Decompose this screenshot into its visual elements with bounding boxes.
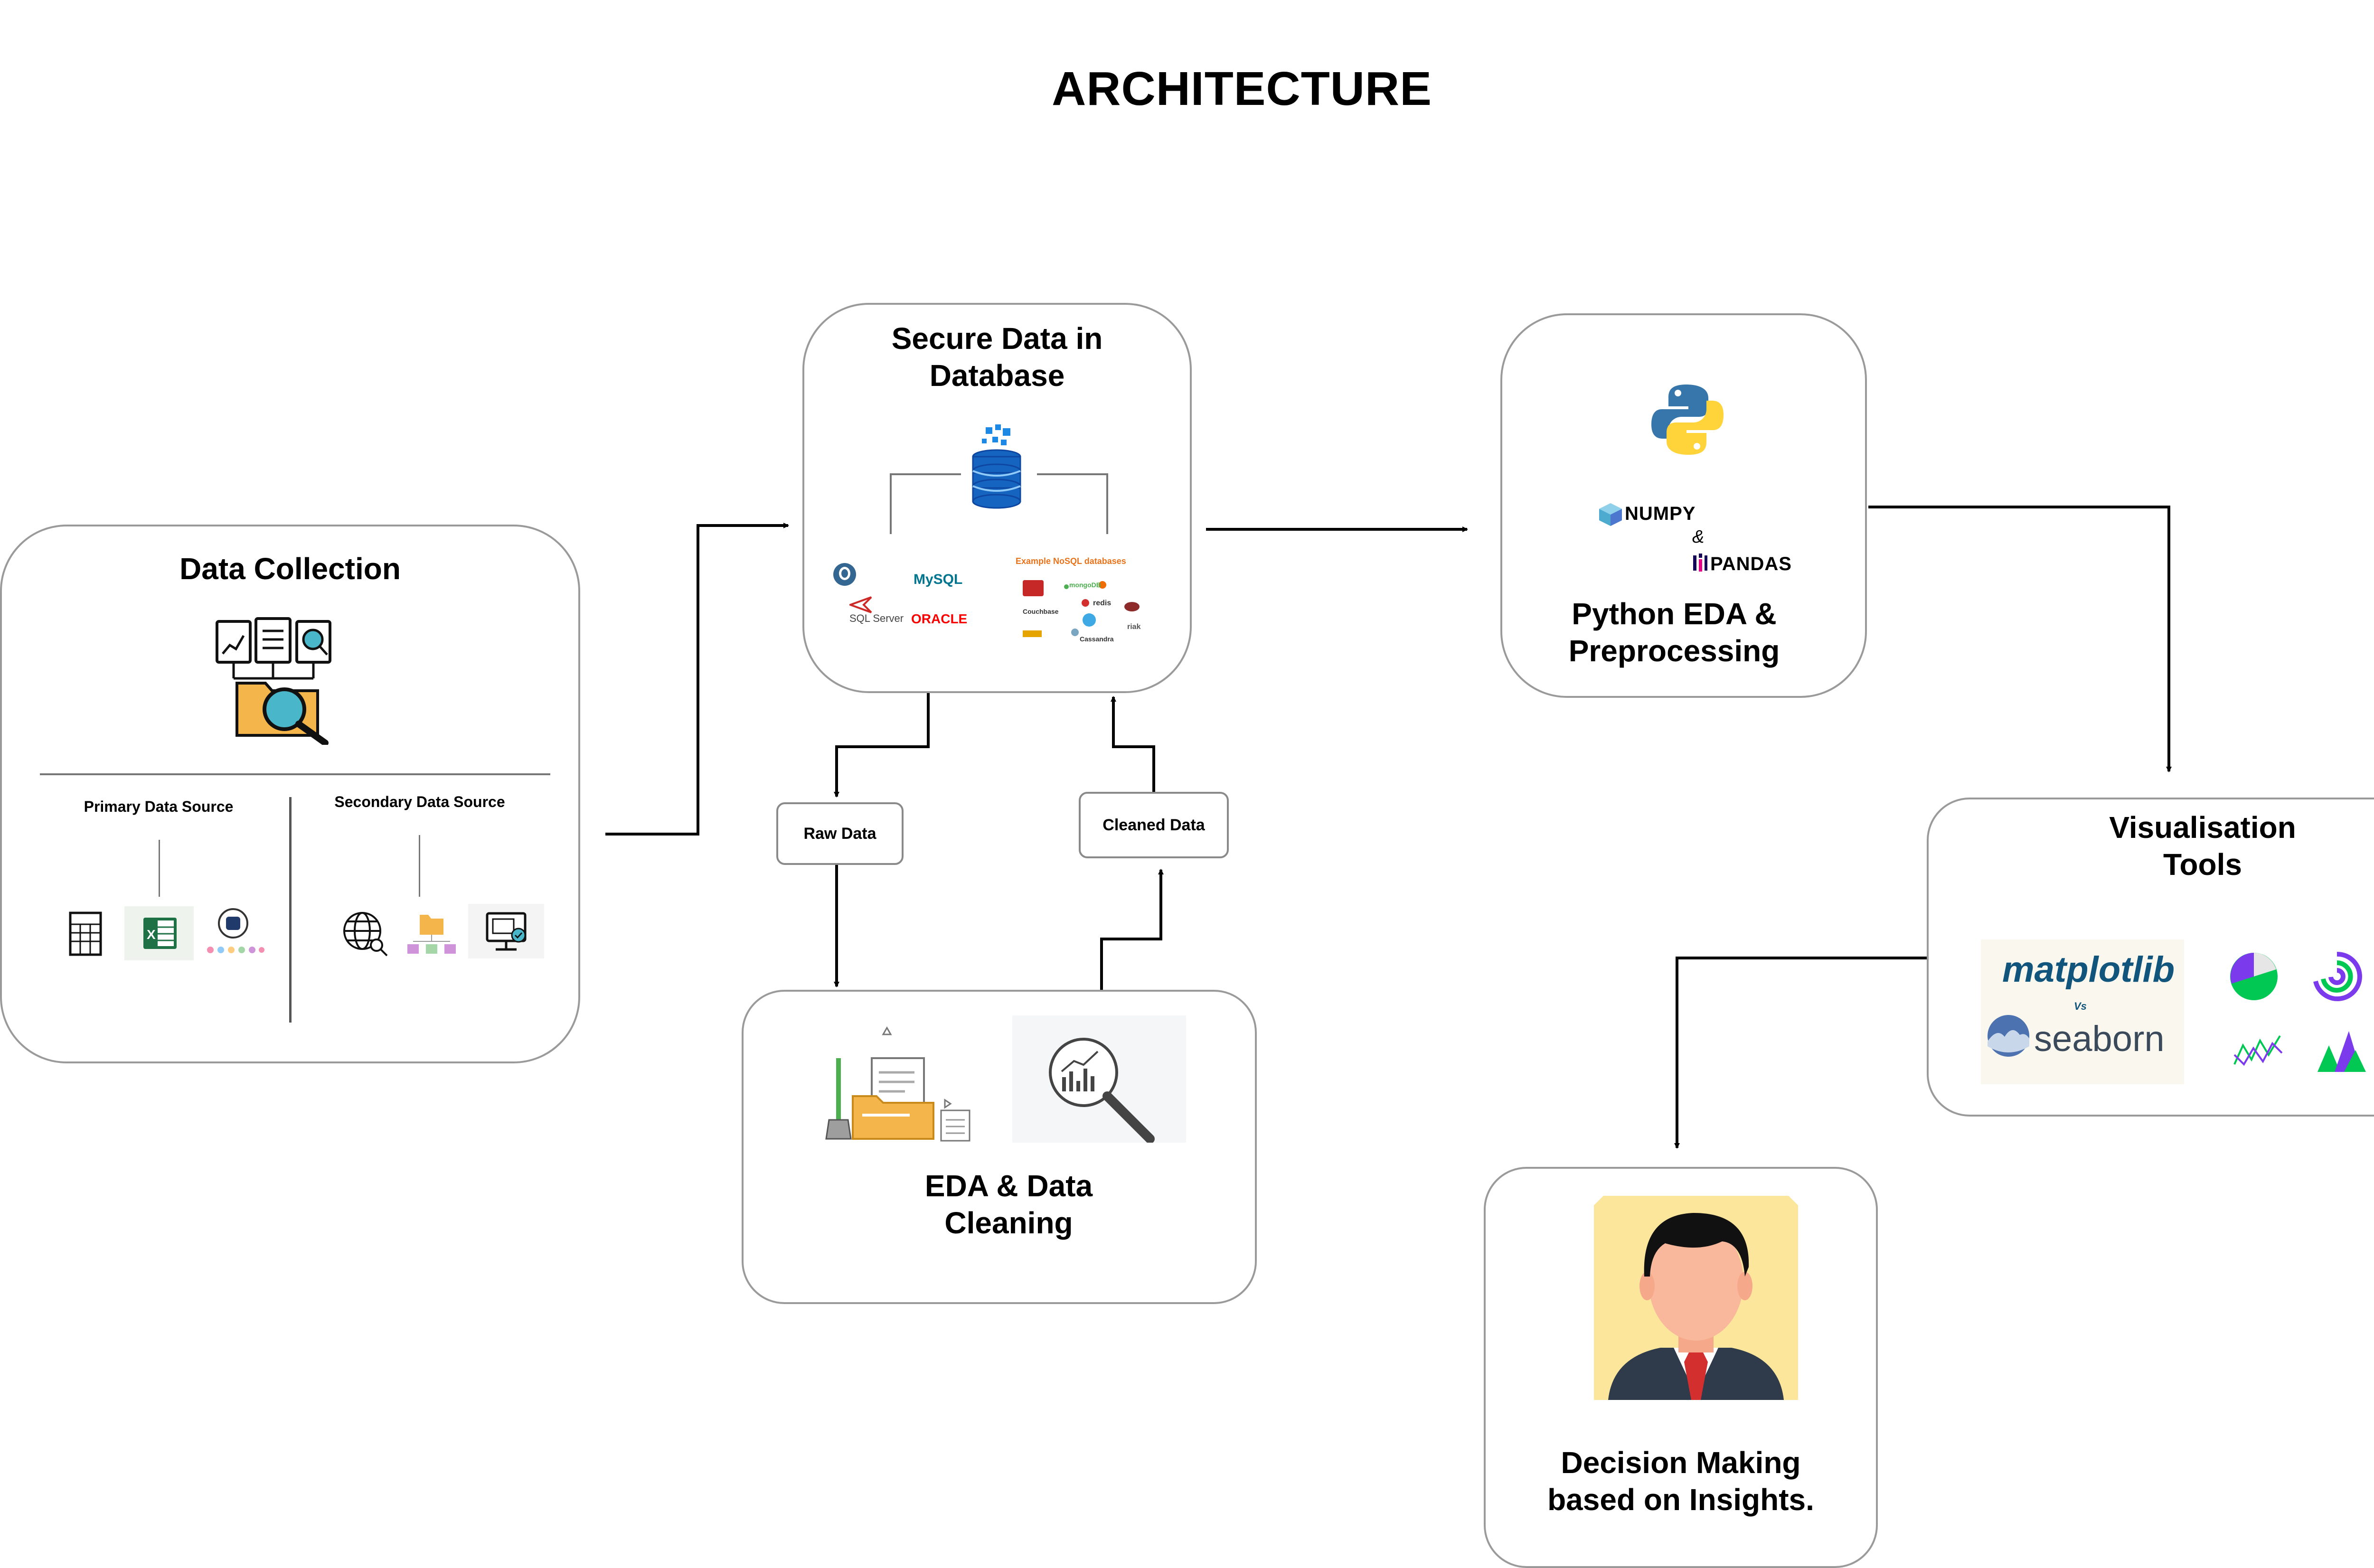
oracle-logo: ORACLE <box>911 611 968 626</box>
eda-cleaning-title-2: Cleaning <box>944 1206 1073 1240</box>
arrow-visual-to-decision <box>1674 957 1927 1149</box>
visualisation-title-1: Visualisation <box>2109 810 2296 845</box>
numpy-icon <box>1599 503 1622 526</box>
report-folder-search-icon <box>216 617 331 745</box>
broom-folder-icon <box>825 1026 970 1142</box>
arrow-cleaned-to-db <box>1111 696 1155 792</box>
data-collection-title: Data Collection <box>179 552 401 586</box>
mysql-logo: MySQL <box>914 572 963 587</box>
matplotlib-logo: matplotlib <box>2002 949 2175 990</box>
arrow-python-to-visual <box>1868 506 2172 772</box>
secondary-down-line <box>419 835 420 897</box>
decision-node: Decision Making based on Insights. <box>1484 1167 1878 1568</box>
businessman-avatar-icon <box>1594 1196 1798 1400</box>
arrow-collection-to-db <box>605 523 789 836</box>
primary-source-label: Primary Data Source <box>84 798 234 815</box>
matplotlib-seaborn-panel: matplotlib Vs seaborn <box>1981 939 2184 1084</box>
arrow-db-to-raw <box>834 693 930 798</box>
database-stack-icon <box>972 424 1021 509</box>
collection-divider <box>40 773 550 775</box>
excel-icon: X <box>124 906 194 960</box>
arrow-eda-to-cleaned <box>1100 869 1164 990</box>
cassandra-logo: Cassandra <box>1080 635 1114 643</box>
area-peaks-icon <box>2317 1031 2366 1072</box>
secondary-source-label: Secondary Data Source <box>334 793 505 810</box>
vs-label: Vs <box>2074 1000 2087 1012</box>
visualisation-node: Visualisation Tools matplotlib Vs seabor… <box>1927 798 2374 1117</box>
riak-logo: riak <box>1127 623 1141 631</box>
eda-cleaning-title-1: EDA & Data <box>924 1169 1093 1203</box>
page-title: ARCHITECTURE <box>1052 62 1432 115</box>
secure-db-title-2: Database <box>929 358 1065 393</box>
secure-db-title-1: Secure Data in <box>891 321 1103 356</box>
nosql-caption: Example NoSQL databases <box>1016 556 1126 566</box>
monitor-check-icon <box>468 904 544 958</box>
postgresql-icon <box>833 563 856 586</box>
sqlserver-icon <box>849 596 872 613</box>
primary-down-line <box>159 840 160 897</box>
numpy-label: NUMPY <box>1625 503 1696 524</box>
pie-chart-icon <box>2230 953 2278 1000</box>
magnifier-chart-icon <box>1012 1015 1186 1144</box>
spreadsheet-icon <box>69 911 102 956</box>
data-collection-node: Data Collection Primary Data Sourc <box>0 525 580 1063</box>
svg-text:X: X <box>147 927 156 942</box>
visualisation-title-2: Tools <box>2163 847 2242 882</box>
db-branch-lines <box>890 473 1108 534</box>
cleaned-data-node: Cleaned Data <box>1079 792 1229 858</box>
nosql-logo-cluster <box>1023 580 1140 637</box>
numpy-pandas-amp: & <box>1692 527 1705 547</box>
folder-network-icon <box>407 915 456 954</box>
line-scatter-icon <box>2233 1035 2283 1066</box>
radial-chart-icon <box>2313 951 2362 1001</box>
secure-db-node: Secure Data in Database <box>802 303 1192 693</box>
decision-title-2: based on Insights. <box>1547 1483 1814 1517</box>
python-eda-node: NUMPY & PANDAS Python EDA & Preprocessin… <box>1500 313 1867 698</box>
nosql-logos-panel: Example NoSQL databases mongoDB Couchbas… <box>1013 556 1170 651</box>
eda-cleaning-node: EDA & Data Cleaning <box>742 990 1257 1304</box>
mongodb-logo: mongoDB <box>1069 581 1101 589</box>
sql-logos-panel: MySQL SQL Server ORACLE <box>826 561 982 644</box>
redis-logo: redis <box>1093 599 1112 607</box>
sqlserver-logo: SQL Server <box>849 612 904 624</box>
python-icon <box>1651 385 1724 455</box>
seaborn-logo: seaborn <box>2034 1019 2165 1059</box>
raw-data-node: Raw Data <box>776 802 904 865</box>
database-small-icon <box>207 908 264 953</box>
decision-title-1: Decision Making <box>1561 1446 1801 1480</box>
pandas-label: PANDAS <box>1710 554 1792 574</box>
couchbase-logo: Couchbase <box>1023 608 1059 615</box>
seaborn-icon <box>1988 1015 2029 1057</box>
python-eda-title-1: Python EDA & <box>1572 597 1777 631</box>
globe-search-icon <box>343 912 388 957</box>
source-divider <box>289 797 292 1023</box>
python-eda-title-2: Preprocessing <box>1568 634 1780 668</box>
pandas-icon <box>1693 554 1707 572</box>
